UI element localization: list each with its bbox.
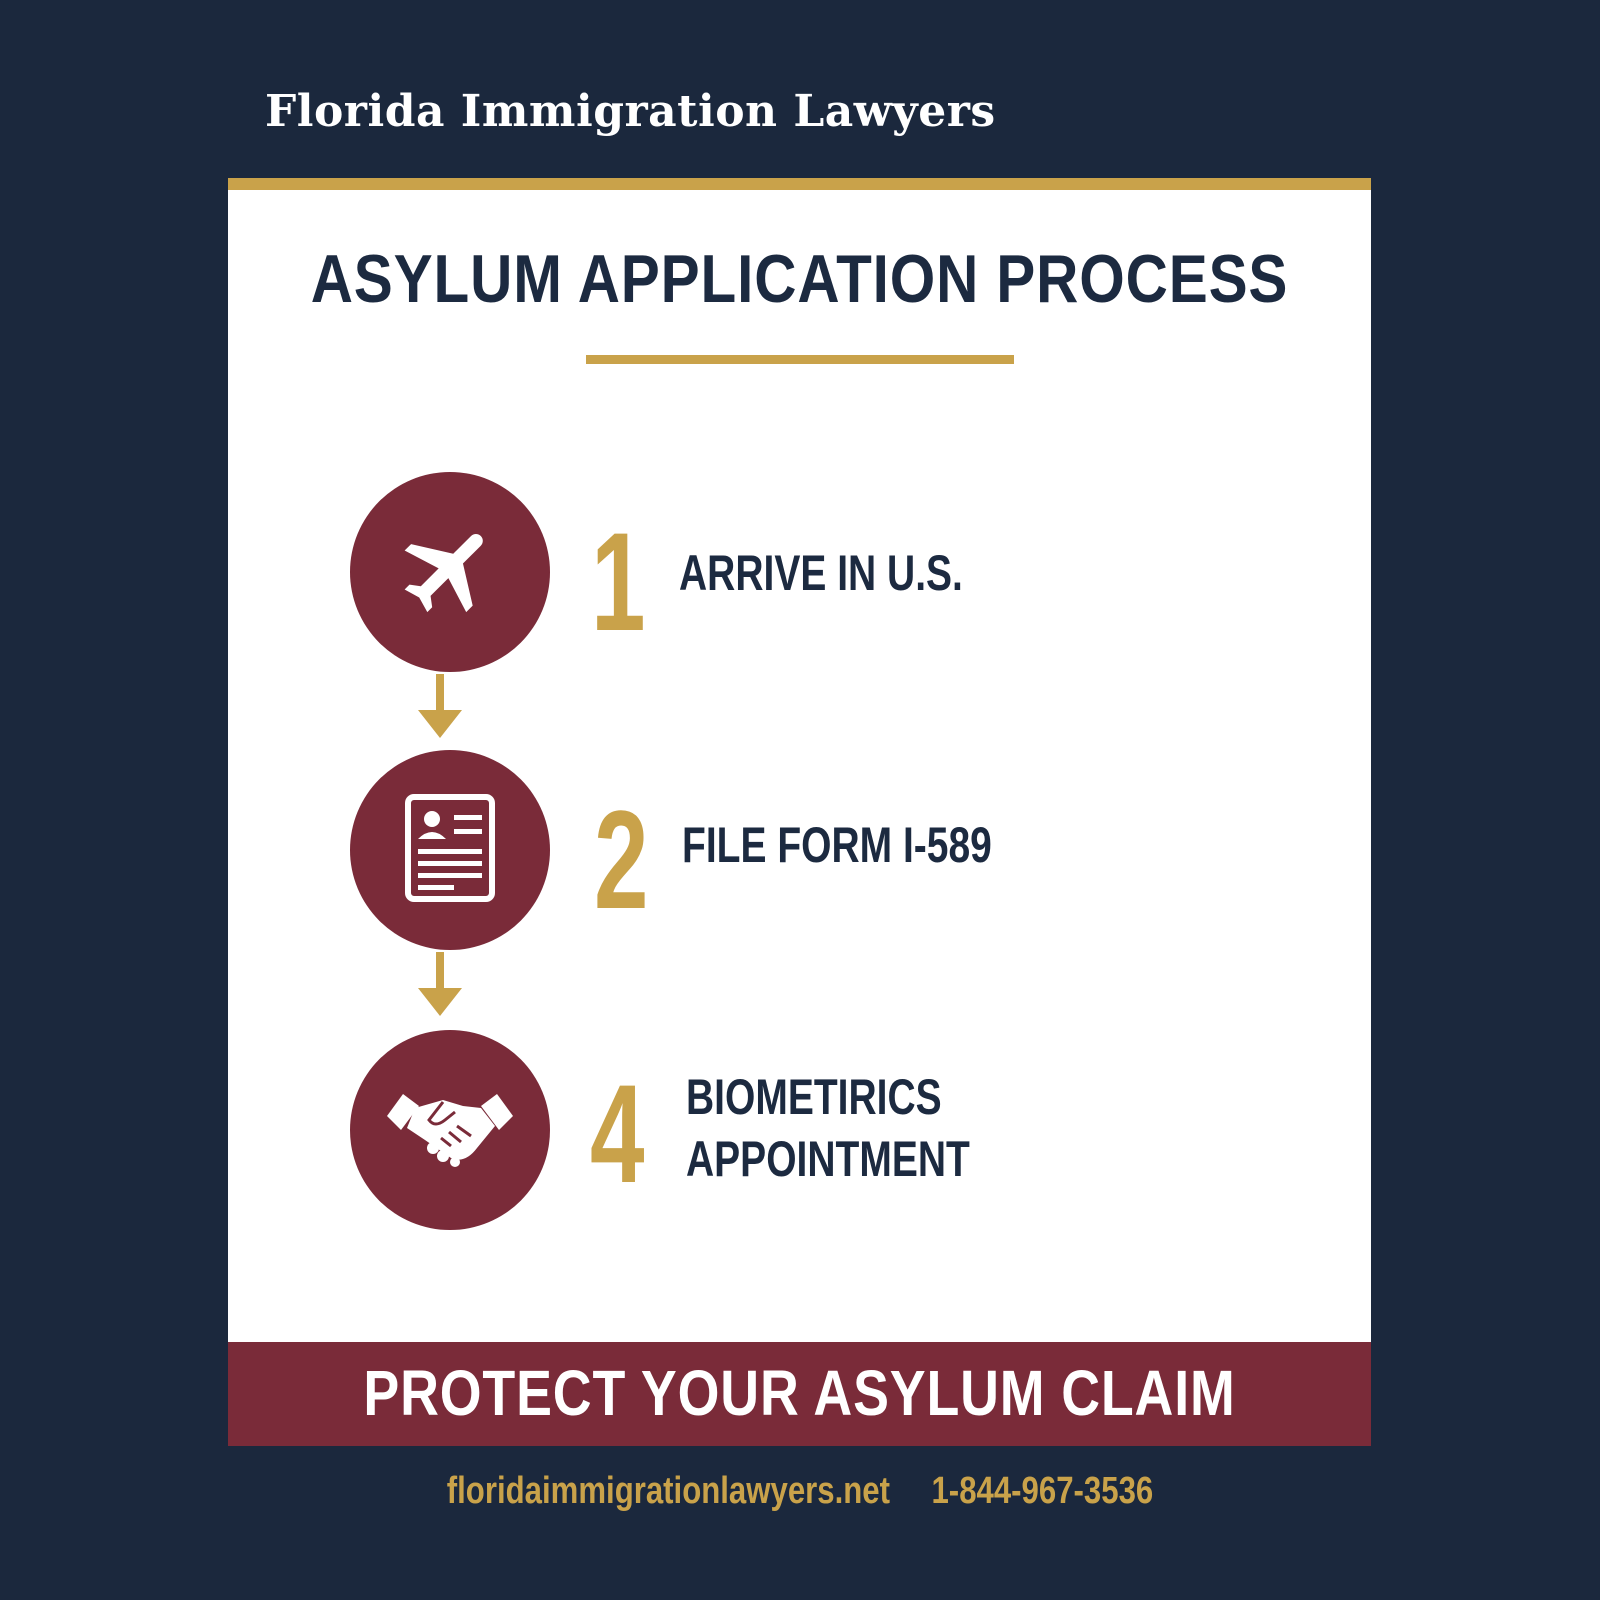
step-3-label-line-2: APPOINTMENT	[686, 1131, 970, 1187]
step-1-label: ARRIVE IN U.S.	[679, 545, 963, 601]
step-2-label: FILE FORM I-589	[682, 817, 992, 873]
website-link[interactable]: floridaimmigrationlawyers.net	[446, 1470, 891, 1512]
arrow-down-icon	[418, 674, 462, 738]
step-1-number: 1	[591, 503, 646, 660]
footer-contact: floridaimmigrationlawyers.net 1-844-967-…	[144, 1470, 1456, 1513]
step-1-circle	[350, 472, 550, 672]
cta-banner-text: PROTECT YOUR ASYLUM CLAIM	[363, 1357, 1236, 1429]
phone-number[interactable]: 1-844-967-3536	[931, 1470, 1154, 1512]
airplane-icon	[395, 515, 505, 630]
process-card: ASYLUM APPLICATION PROCESS 1 ARRIVE IN U…	[228, 178, 1371, 1446]
handshake-icon	[385, 1088, 515, 1173]
step-3-circle	[350, 1030, 550, 1230]
step-3-label-line-1: BIOMETIRICS	[686, 1069, 942, 1125]
step-3-number: 4	[590, 1055, 645, 1212]
step-2-number: 2	[594, 781, 649, 938]
step-2-circle	[350, 750, 550, 950]
arrow-down-icon	[418, 952, 462, 1016]
document-icon	[402, 793, 498, 908]
cta-banner: PROTECT YOUR ASYLUM CLAIM	[228, 1342, 1371, 1446]
card-top-rule	[228, 178, 1371, 190]
title-underline	[586, 355, 1014, 364]
page-title: ASYLUM APPLICATION PROCESS	[310, 241, 1289, 317]
brand-name: Florida Immigration Lawyers	[265, 86, 996, 137]
step-3-label: BIOMETIRICS APPOINTMENT	[686, 1066, 970, 1190]
